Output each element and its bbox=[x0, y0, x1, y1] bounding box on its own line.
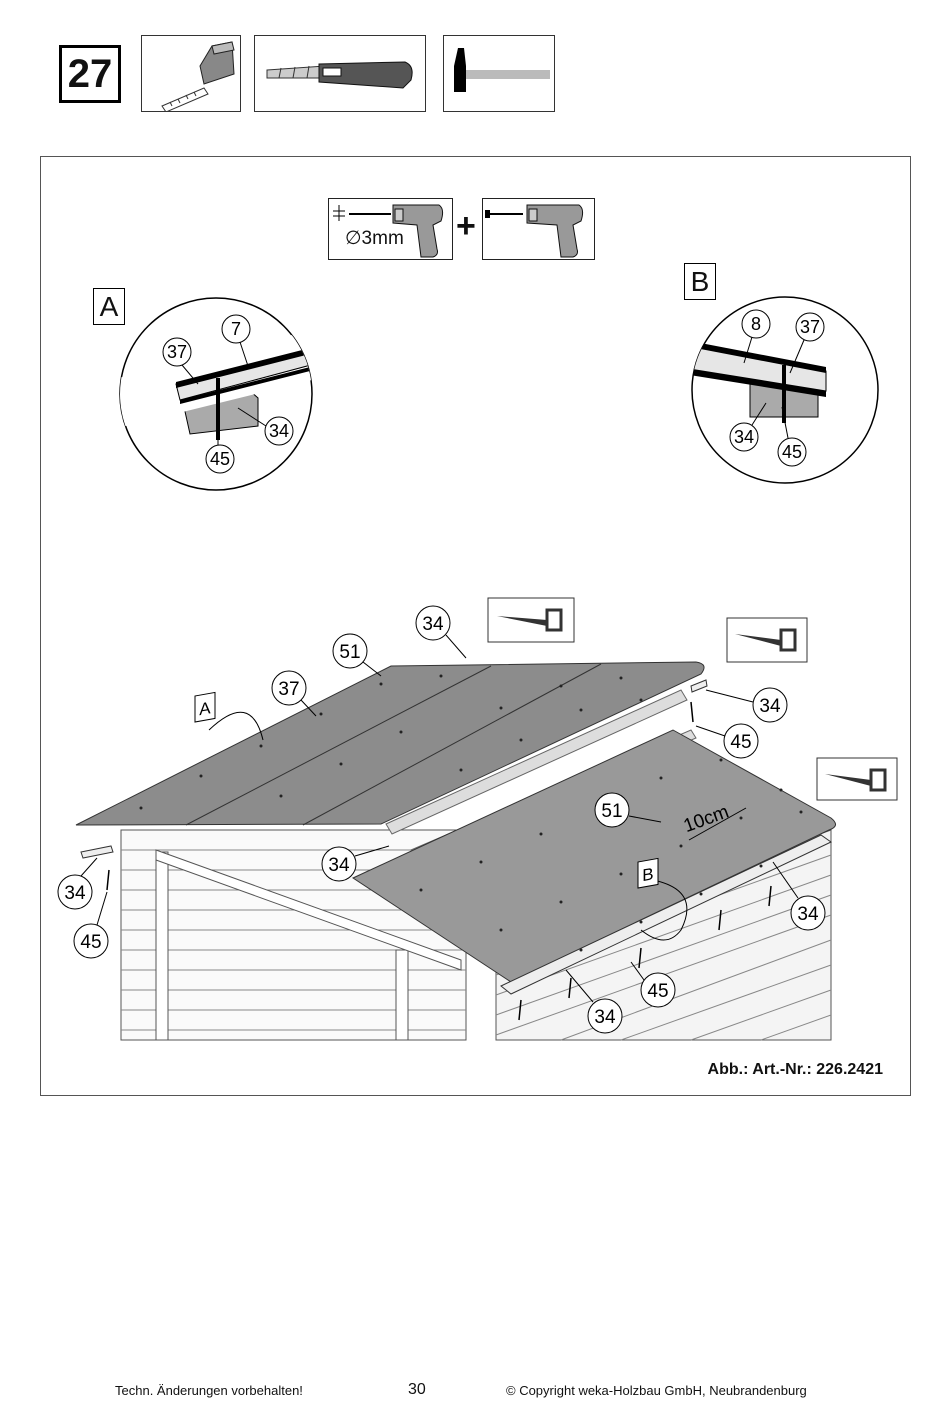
page-number: 30 bbox=[408, 1381, 426, 1398]
callout-34-top: 34 bbox=[422, 614, 444, 635]
callout-a-flag: A bbox=[199, 697, 211, 719]
screwdriver-drill-icon bbox=[485, 204, 584, 258]
measure-10cm: 10cm bbox=[681, 801, 732, 837]
detail-a-part-37: 37 bbox=[167, 342, 187, 362]
detail-a-part-34: 34 bbox=[269, 421, 289, 441]
footer-copyright: © Copyright weka-Holzbau GmbH, Neubrande… bbox=[506, 1383, 807, 1398]
footer-disclaimer: Techn. Änderungen vorbehalten! bbox=[115, 1383, 303, 1398]
callout-45-left: 45 bbox=[80, 932, 101, 953]
hammer-icon bbox=[454, 48, 550, 92]
saw-icon bbox=[816, 757, 898, 801]
callout-51-right: 51 bbox=[601, 801, 622, 822]
saw-icon bbox=[726, 617, 808, 663]
detail-a-circle: 37 7 34 45 bbox=[119, 297, 313, 491]
callout-34-center: 34 bbox=[328, 855, 350, 876]
callout-34-bottom: 34 bbox=[594, 1007, 616, 1028]
step-number: 27 bbox=[59, 45, 121, 103]
detail-b-circle: 8 37 34 45 bbox=[691, 296, 879, 484]
figure-caption: Abb.: Art.-Nr.: 226.2421 bbox=[707, 1061, 883, 1078]
detail-b-part-34: 34 bbox=[734, 427, 754, 447]
pre-drill-box: ∅3mm bbox=[328, 198, 453, 260]
callout-34-right-top: 34 bbox=[759, 696, 781, 717]
part-callouts: 34 51 37 34 45 51 10cm 34 45 34 34 45 34… bbox=[57, 605, 826, 1034]
drill-bit-drill-icon bbox=[333, 204, 444, 258]
detail-b-part-45: 45 bbox=[782, 442, 802, 462]
detail-a-part-45: 45 bbox=[210, 449, 230, 469]
detail-b-part-37: 37 bbox=[800, 317, 820, 337]
callout-b-flag: B bbox=[642, 863, 653, 885]
callout-37: 37 bbox=[278, 679, 299, 700]
detail-a-part-7: 7 bbox=[231, 319, 241, 339]
detail-a-label: A bbox=[93, 288, 125, 325]
hammer-tool bbox=[443, 35, 555, 112]
callout-34-left: 34 bbox=[64, 883, 86, 904]
utility-knife-icon bbox=[266, 61, 413, 89]
utility-knife-tool bbox=[254, 35, 426, 112]
callout-34-right: 34 bbox=[797, 904, 819, 925]
figure-frame bbox=[40, 156, 911, 1096]
tape-measure-tool bbox=[141, 35, 241, 113]
screw-drill-box bbox=[482, 198, 595, 260]
callout-45-bottom: 45 bbox=[647, 981, 668, 1002]
detail-b-label: B bbox=[684, 263, 716, 300]
tape-measure-icon bbox=[161, 41, 235, 113]
detail-b-part-8: 8 bbox=[751, 314, 761, 334]
plus-sign: + bbox=[456, 207, 476, 245]
saw-icon bbox=[487, 597, 575, 643]
drill-diameter-label: ∅3mm bbox=[345, 228, 404, 249]
callout-51-left: 51 bbox=[339, 642, 360, 663]
shed-roof-illustration bbox=[75, 597, 898, 1041]
callout-45-right-top: 45 bbox=[730, 732, 751, 753]
